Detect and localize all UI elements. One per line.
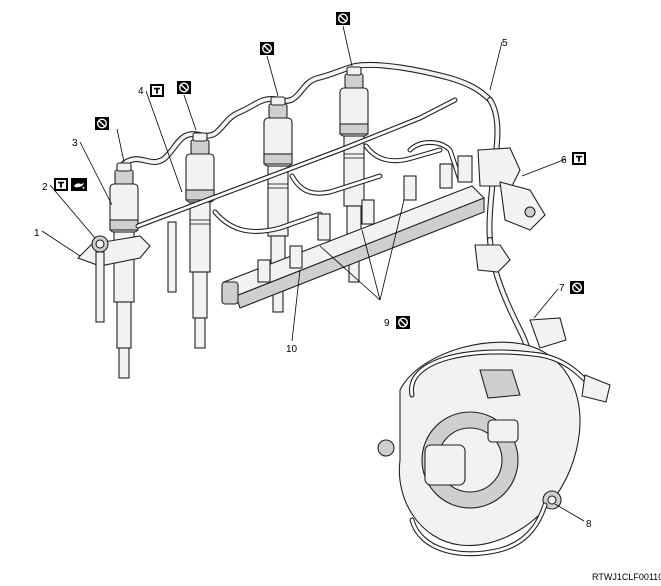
injection-pipes — [135, 97, 463, 234]
pump-pipes — [409, 317, 611, 557]
callout-1: 1 — [34, 228, 40, 239]
common-rail — [221, 155, 485, 309]
callout-7: 7 — [559, 283, 565, 294]
callout-5: 5 — [502, 38, 508, 49]
do-not-reuse-icon — [335, 11, 351, 26]
callout-8: 8 — [586, 519, 592, 530]
rail-bracket — [474, 147, 546, 273]
fuel-supply-pump — [377, 341, 581, 547]
torque-icon — [150, 84, 164, 97]
image-code: RTWJ1CLF001101 — [592, 572, 661, 582]
callout-10: 10 — [286, 344, 298, 355]
callout-9: 9 — [384, 318, 390, 329]
do-not-reuse-icon — [569, 280, 585, 295]
callout-2: 2 — [42, 182, 48, 193]
callout-3: 3 — [72, 138, 78, 149]
do-not-reuse-icon — [94, 116, 110, 131]
injector-clamp — [77, 221, 177, 323]
torque-icon — [54, 178, 68, 191]
callout-6: 6 — [561, 155, 567, 166]
do-not-reuse-icon — [259, 41, 275, 56]
torque-icon — [572, 152, 586, 165]
do-not-reuse-icon — [176, 80, 192, 95]
fuel-injector-1 — [109, 162, 139, 379]
do-not-reuse-icon — [395, 315, 411, 330]
callout-4: 4 — [138, 86, 144, 97]
apply-oil-icon — [71, 178, 87, 191]
leader-lines — [41, 25, 585, 522]
fuel-injector-2 — [185, 132, 215, 349]
